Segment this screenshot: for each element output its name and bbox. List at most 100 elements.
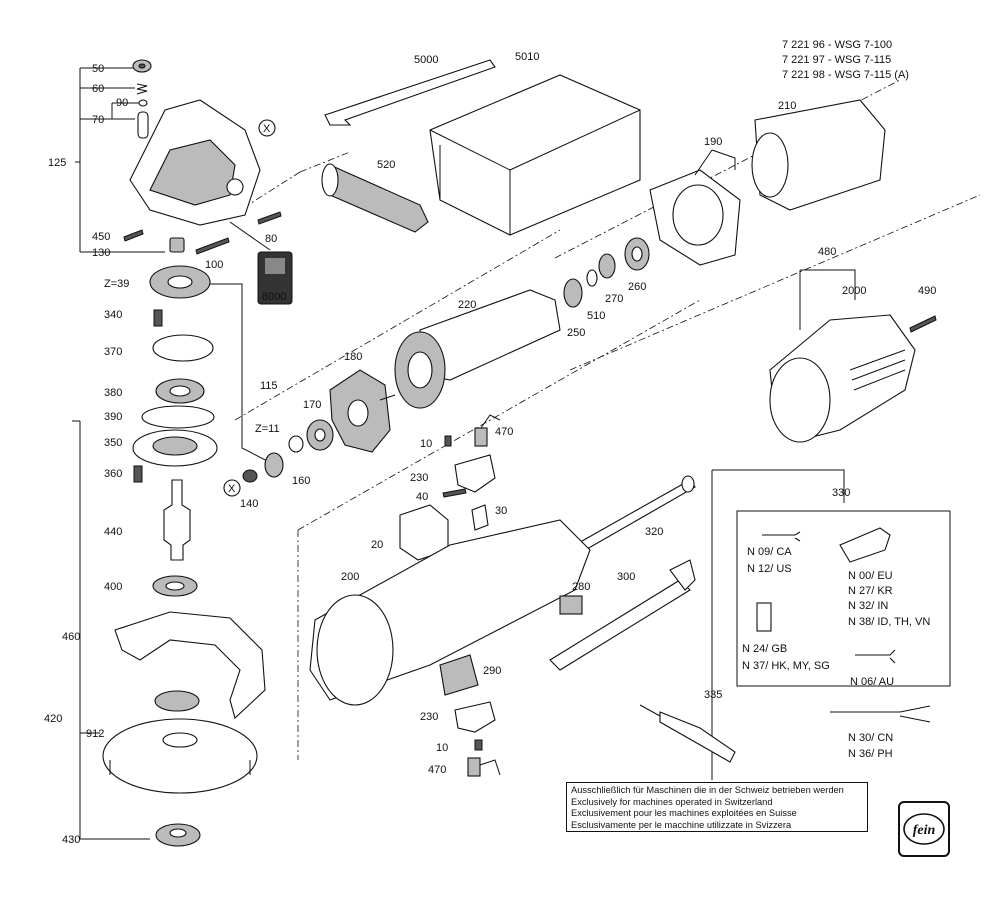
callout: X xyxy=(228,483,236,495)
plug-label: N 12/ US xyxy=(747,563,792,575)
dash-line xyxy=(554,79,981,371)
part-10-bottom xyxy=(474,739,483,751)
plug-gb xyxy=(756,602,772,632)
bearing-260-inner xyxy=(631,246,643,262)
callout: 420 xyxy=(44,713,62,725)
callout: 70 xyxy=(92,114,104,126)
gear-head-detail xyxy=(149,139,236,206)
switzerland-notice: Ausschließlich für Maschinen die in der … xyxy=(566,782,868,832)
plate-180-hole xyxy=(347,399,369,427)
nut-430-hole xyxy=(169,828,187,838)
part-160 xyxy=(288,435,304,453)
field-210-opening xyxy=(751,132,789,198)
callout: 320 xyxy=(645,526,663,538)
callout: 80 xyxy=(265,233,277,245)
plug-335 xyxy=(659,711,736,763)
part-70 xyxy=(137,111,149,139)
plug-label: N 37/ HK, MY, SG xyxy=(742,660,830,672)
part-450 xyxy=(123,229,144,242)
model-line: 7 221 97 - WSG 7-115 xyxy=(782,54,892,66)
model-line: 7 221 96 - WSG 7-100 xyxy=(782,39,893,51)
plug-eu xyxy=(839,527,891,563)
callout: 440 xyxy=(104,526,122,538)
part-300 xyxy=(549,579,691,671)
plug-label: N 30/ CN xyxy=(848,732,893,744)
part-440 xyxy=(163,479,191,561)
logo-text: fein xyxy=(913,823,936,838)
callout: 290 xyxy=(483,665,501,677)
disc-912-center xyxy=(162,732,198,748)
callout: 470 xyxy=(495,426,513,438)
model-list: 7 221 96 - WSG 7-100 7 221 97 - WSG 7-11… xyxy=(782,38,909,83)
brush-470-lead xyxy=(480,414,501,429)
part-320 xyxy=(574,479,696,554)
plug-variant-box xyxy=(736,510,951,687)
pictogram-symbol xyxy=(265,258,285,274)
callout: 335 xyxy=(704,689,722,701)
housing-2000-vents xyxy=(849,349,906,391)
callout: 330 xyxy=(832,487,850,499)
flange-350-center xyxy=(152,436,198,456)
part-470-top xyxy=(474,427,488,447)
dash-line xyxy=(239,151,351,211)
plug-label: N 27/ KR xyxy=(848,585,893,597)
gear-head-hole xyxy=(226,178,244,196)
plug-335-cable xyxy=(639,704,661,717)
brush-470-bottom-lead xyxy=(479,759,501,776)
part-340 xyxy=(153,309,163,327)
callout: 300 xyxy=(617,571,635,583)
washer-400-hole xyxy=(165,581,185,591)
part-230-top xyxy=(454,454,496,493)
callout: 380 xyxy=(104,387,122,399)
part-520 xyxy=(329,164,429,233)
part-130 xyxy=(169,237,185,253)
notice-line: Exclusivement pour les machines exploité… xyxy=(571,808,797,818)
part-360 xyxy=(133,465,143,483)
callout: X xyxy=(263,123,271,135)
callout: 100 xyxy=(205,259,223,271)
fein-logo: fein xyxy=(898,801,950,857)
part-230-bottom xyxy=(454,701,496,733)
plug-au xyxy=(855,649,896,664)
part-pinion-z11 xyxy=(264,452,284,478)
callout: 140 xyxy=(240,498,258,510)
plug-label: N 32/ IN xyxy=(848,600,888,612)
x-marker xyxy=(223,479,241,497)
callout: 250 xyxy=(567,327,585,339)
armature-shaft xyxy=(379,394,396,401)
callout: 5010 xyxy=(515,51,539,63)
bracket-330 xyxy=(711,469,845,760)
callout: 50 xyxy=(92,63,104,75)
callout: 60 xyxy=(92,83,104,95)
bracket-480 xyxy=(799,269,856,330)
callout: 230 xyxy=(420,711,438,723)
callout: Z=39 xyxy=(104,278,129,290)
x-marker xyxy=(258,119,276,137)
callout: 470 xyxy=(428,764,446,776)
callout: 400 xyxy=(104,581,122,593)
plug-ca-us xyxy=(762,531,801,542)
callout: 460 xyxy=(62,631,80,643)
bearing-380-inner xyxy=(169,385,191,397)
shaft-320-end xyxy=(681,475,695,493)
bracket-115 xyxy=(210,283,276,466)
part-10-top xyxy=(444,435,452,447)
notice-line: Ausschließlich für Maschinen die in der … xyxy=(571,785,844,795)
callout: Z=11 xyxy=(255,423,280,435)
callout: 430 xyxy=(62,834,80,846)
box-edges xyxy=(429,109,641,235)
part-912 xyxy=(102,718,258,794)
callout: 190 xyxy=(704,136,722,148)
callout-labels: 50 60 90 70 125 450 130 80 100 8000 Z=39… xyxy=(44,51,936,846)
dash-line xyxy=(297,299,701,760)
notice-line: Esclusivamente per le macchine utilizzat… xyxy=(571,819,792,830)
part-210 xyxy=(754,99,886,211)
plug-label: N 24/ GB xyxy=(742,643,787,655)
callout: 90 xyxy=(116,97,128,109)
callout: 260 xyxy=(628,281,646,293)
callout: 450 xyxy=(92,231,110,243)
part-470-bottom xyxy=(467,757,481,777)
gear-z39-hub xyxy=(167,275,193,289)
dash-line xyxy=(234,229,561,421)
